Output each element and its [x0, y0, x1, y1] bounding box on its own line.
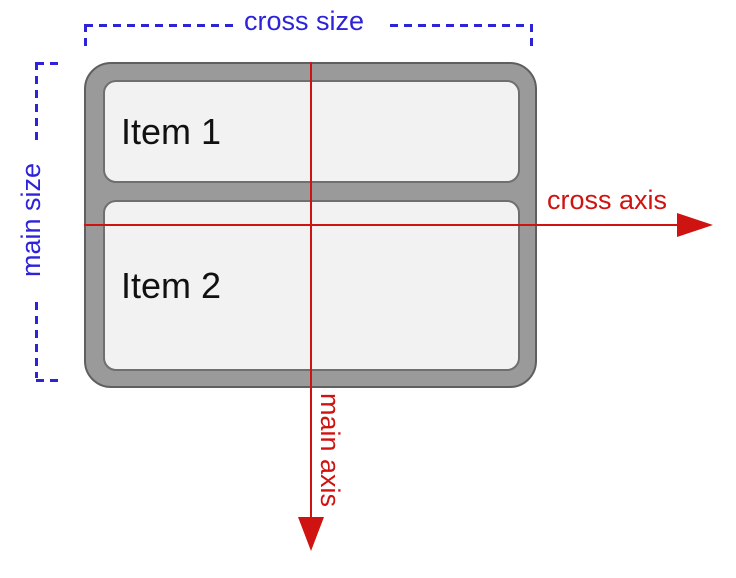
cross-size-dashed-line-right — [390, 24, 532, 27]
cross-axis-label: cross axis — [547, 185, 668, 215]
cross-size-tick-left — [84, 24, 87, 51]
main-axis-arrowhead-icon — [298, 517, 324, 551]
main-size-dashed-line-upper — [35, 62, 38, 144]
cross-size-dashed-line-left — [85, 24, 237, 27]
flex-item-2-label: Item 2 — [121, 264, 222, 306]
main-size-dashed-line-lower — [35, 302, 38, 378]
cross-axis-arrowhead-icon — [677, 213, 713, 237]
flex-item-1-label: Item 1 — [121, 110, 222, 152]
cross-axis-line — [84, 224, 677, 226]
main-axis-label: main axis — [315, 392, 345, 508]
cross-size-tick-right — [530, 24, 533, 49]
main-size-tick-bottom — [36, 379, 64, 382]
main-axis-line — [310, 62, 312, 517]
main-size-label: main size — [16, 162, 46, 278]
cross-size-label: cross size — [243, 6, 365, 36]
main-size-tick-top — [36, 62, 64, 65]
